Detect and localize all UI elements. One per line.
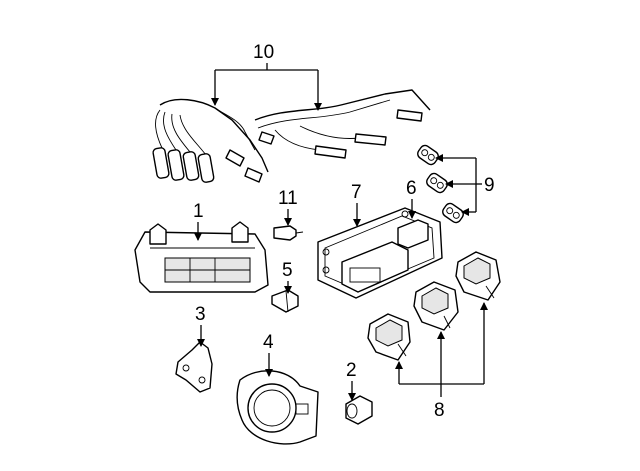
callout-10-label: 10 [253,42,274,63]
callout-4: 4 [263,332,274,377]
callout-1: 1 [193,201,204,241]
ring-sensor [236,370,319,445]
mounting-bracket [175,341,213,393]
callout-8: 8 [395,302,488,421]
engine-mount-right [455,251,501,301]
callout-6-label: 6 [406,178,417,199]
callout-11-label: 11 [278,188,298,209]
callout-7-label: 7 [351,182,362,203]
callout-3-label: 3 [195,304,206,325]
callout-5-label: 5 [282,260,293,281]
engine-control-module [134,221,269,293]
callout-9: 9 [435,154,495,216]
spark-plug-wire-harness [152,89,431,183]
callout-2-label: 2 [346,360,357,381]
callout-8-label: 8 [434,400,445,421]
callout-9-label: 9 [484,175,495,196]
callout-3: 3 [195,304,206,347]
callout-6: 6 [406,178,417,219]
wire-clips [417,144,464,224]
engine-mount-middle [413,281,459,331]
callout-4-label: 4 [263,332,274,353]
callout-2: 2 [346,360,357,401]
callout-11: 11 [278,188,298,226]
bushing [345,395,373,425]
callout-1-label: 1 [193,201,204,222]
sensor-part-5 [271,289,299,313]
callout-5: 5 [282,260,293,294]
ignition-module-plate [317,207,443,299]
callout-7: 7 [351,182,362,227]
engine-mount-left [367,313,411,361]
callout-10: 10 [211,42,322,111]
sensor-part-11 [273,225,304,241]
